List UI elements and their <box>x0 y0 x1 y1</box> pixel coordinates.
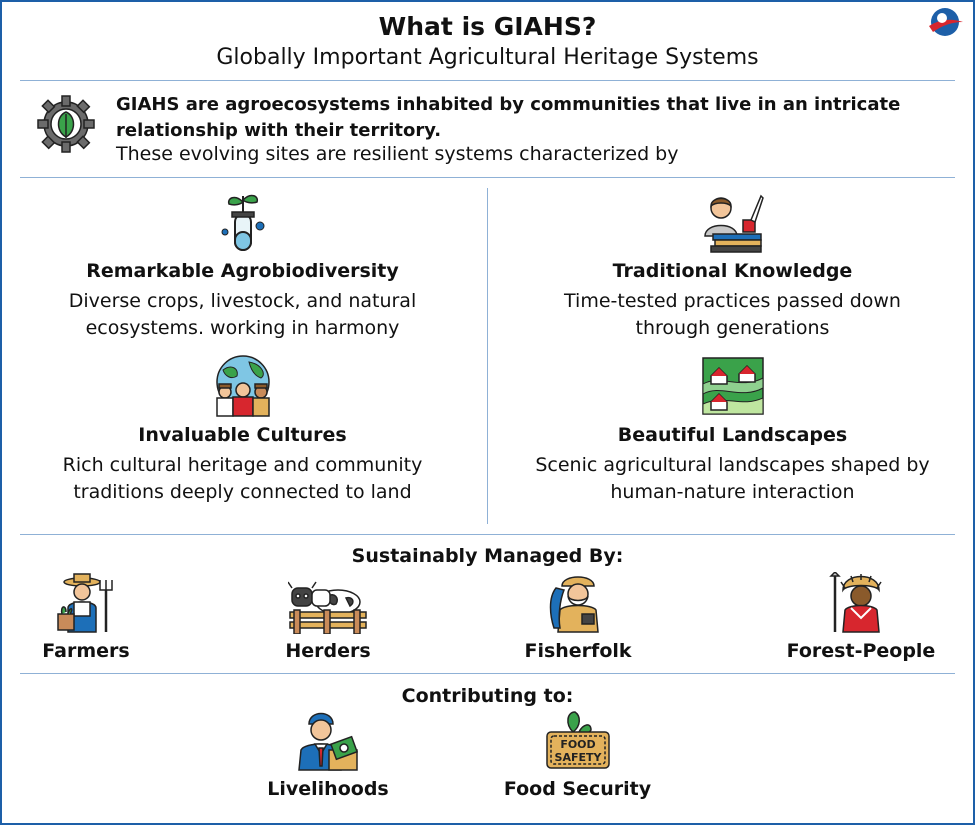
managed-by-heading: Sustainably Managed By: <box>351 545 624 567</box>
feature-agrobiodiversity: Remarkable Agrobiodiversity Diverse crop… <box>20 192 465 342</box>
feature-desc-line: traditions deeply connected to land <box>73 481 412 503</box>
intro-definition: GIAHS are agroecosystems inhabited by co… <box>116 94 901 141</box>
feature-description: Scenic agricultural landscapes shaped by… <box>500 452 965 506</box>
elder-books-icon <box>703 194 764 253</box>
tribal-person-icon <box>829 572 882 633</box>
actor-label: Herders <box>285 640 371 662</box>
divider <box>20 534 955 535</box>
actor-label: Livelihoods <box>267 778 389 800</box>
man-money-icon <box>298 712 359 771</box>
actor-label: Fisherfolk <box>524 640 632 662</box>
column-divider <box>487 188 488 524</box>
brand-logo <box>929 8 963 36</box>
feature-desc-line: ecosystems. working in harmony <box>85 317 400 339</box>
actor-farmers: Farmers <box>16 572 156 662</box>
feature-desc-line: Diverse crops, livestock, and natural <box>68 290 417 312</box>
divider <box>20 177 955 178</box>
feature-desc-line: human-nature interaction <box>610 481 855 503</box>
feature-cultures: Invaluable Cultures Rich cultural herita… <box>20 354 465 506</box>
sign-text-line: FOOD <box>560 738 595 751</box>
feature-landscapes: Beautiful Landscapes Scenic agricultural… <box>500 354 965 506</box>
intro-text: These evolving sites are resilient syste… <box>116 143 679 165</box>
feature-title: Beautiful Landscapes <box>617 424 848 446</box>
farmer-icon <box>57 573 113 633</box>
feature-description: Diverse crops, livestock, and natural ec… <box>20 288 465 342</box>
feature-desc-line: Scenic agricultural landscapes shaped by <box>535 454 930 476</box>
actor-herders: Herders <box>258 572 398 662</box>
feature-desc-line: Rich cultural heritage and community <box>62 454 423 476</box>
feature-title: Invaluable Cultures <box>138 424 347 446</box>
actor-label: Forest-People <box>786 640 936 662</box>
feature-title: Remarkable Agrobiodiversity <box>86 260 399 282</box>
page-title: What is GIAHS? <box>378 12 597 41</box>
gear-leaf-icon <box>37 95 95 153</box>
cattle-icon <box>288 581 367 634</box>
contributing-heading: Contributing to: <box>401 685 574 707</box>
feature-description: Rich cultural heritage and community tra… <box>20 452 465 506</box>
actor-fisherfolk: Fisherfolk <box>508 572 648 662</box>
divider <box>20 673 955 674</box>
actor-label: Food Security <box>503 778 652 800</box>
actor-forest-people: Forest-People <box>776 572 946 662</box>
landscape-houses-icon <box>701 357 764 415</box>
test-tube-plant-icon <box>221 194 264 251</box>
feature-desc-line: Time-tested practices passed down <box>564 290 901 312</box>
sign-text-line: SAFETY <box>554 751 602 764</box>
feature-traditional-knowledge: Traditional Knowledge Time-tested practi… <box>500 192 965 342</box>
actor-label: Farmers <box>42 640 130 662</box>
globe-people-icon <box>215 355 270 417</box>
page-subtitle: Globally Important Agricultural Heritage… <box>216 45 759 70</box>
food-safety-sign-icon: FOOD SAFETY <box>545 711 610 769</box>
feature-desc-line: through generations <box>635 317 830 339</box>
feature-title: Traditional Knowledge <box>612 260 853 282</box>
feature-description: Time-tested practices passed down throug… <box>500 288 965 342</box>
outcome-food-security: FOOD SAFETY Food Security <box>495 710 660 800</box>
outcome-livelihoods: Livelihoods <box>258 710 398 800</box>
fisherman-icon <box>549 576 599 633</box>
divider <box>20 80 955 81</box>
